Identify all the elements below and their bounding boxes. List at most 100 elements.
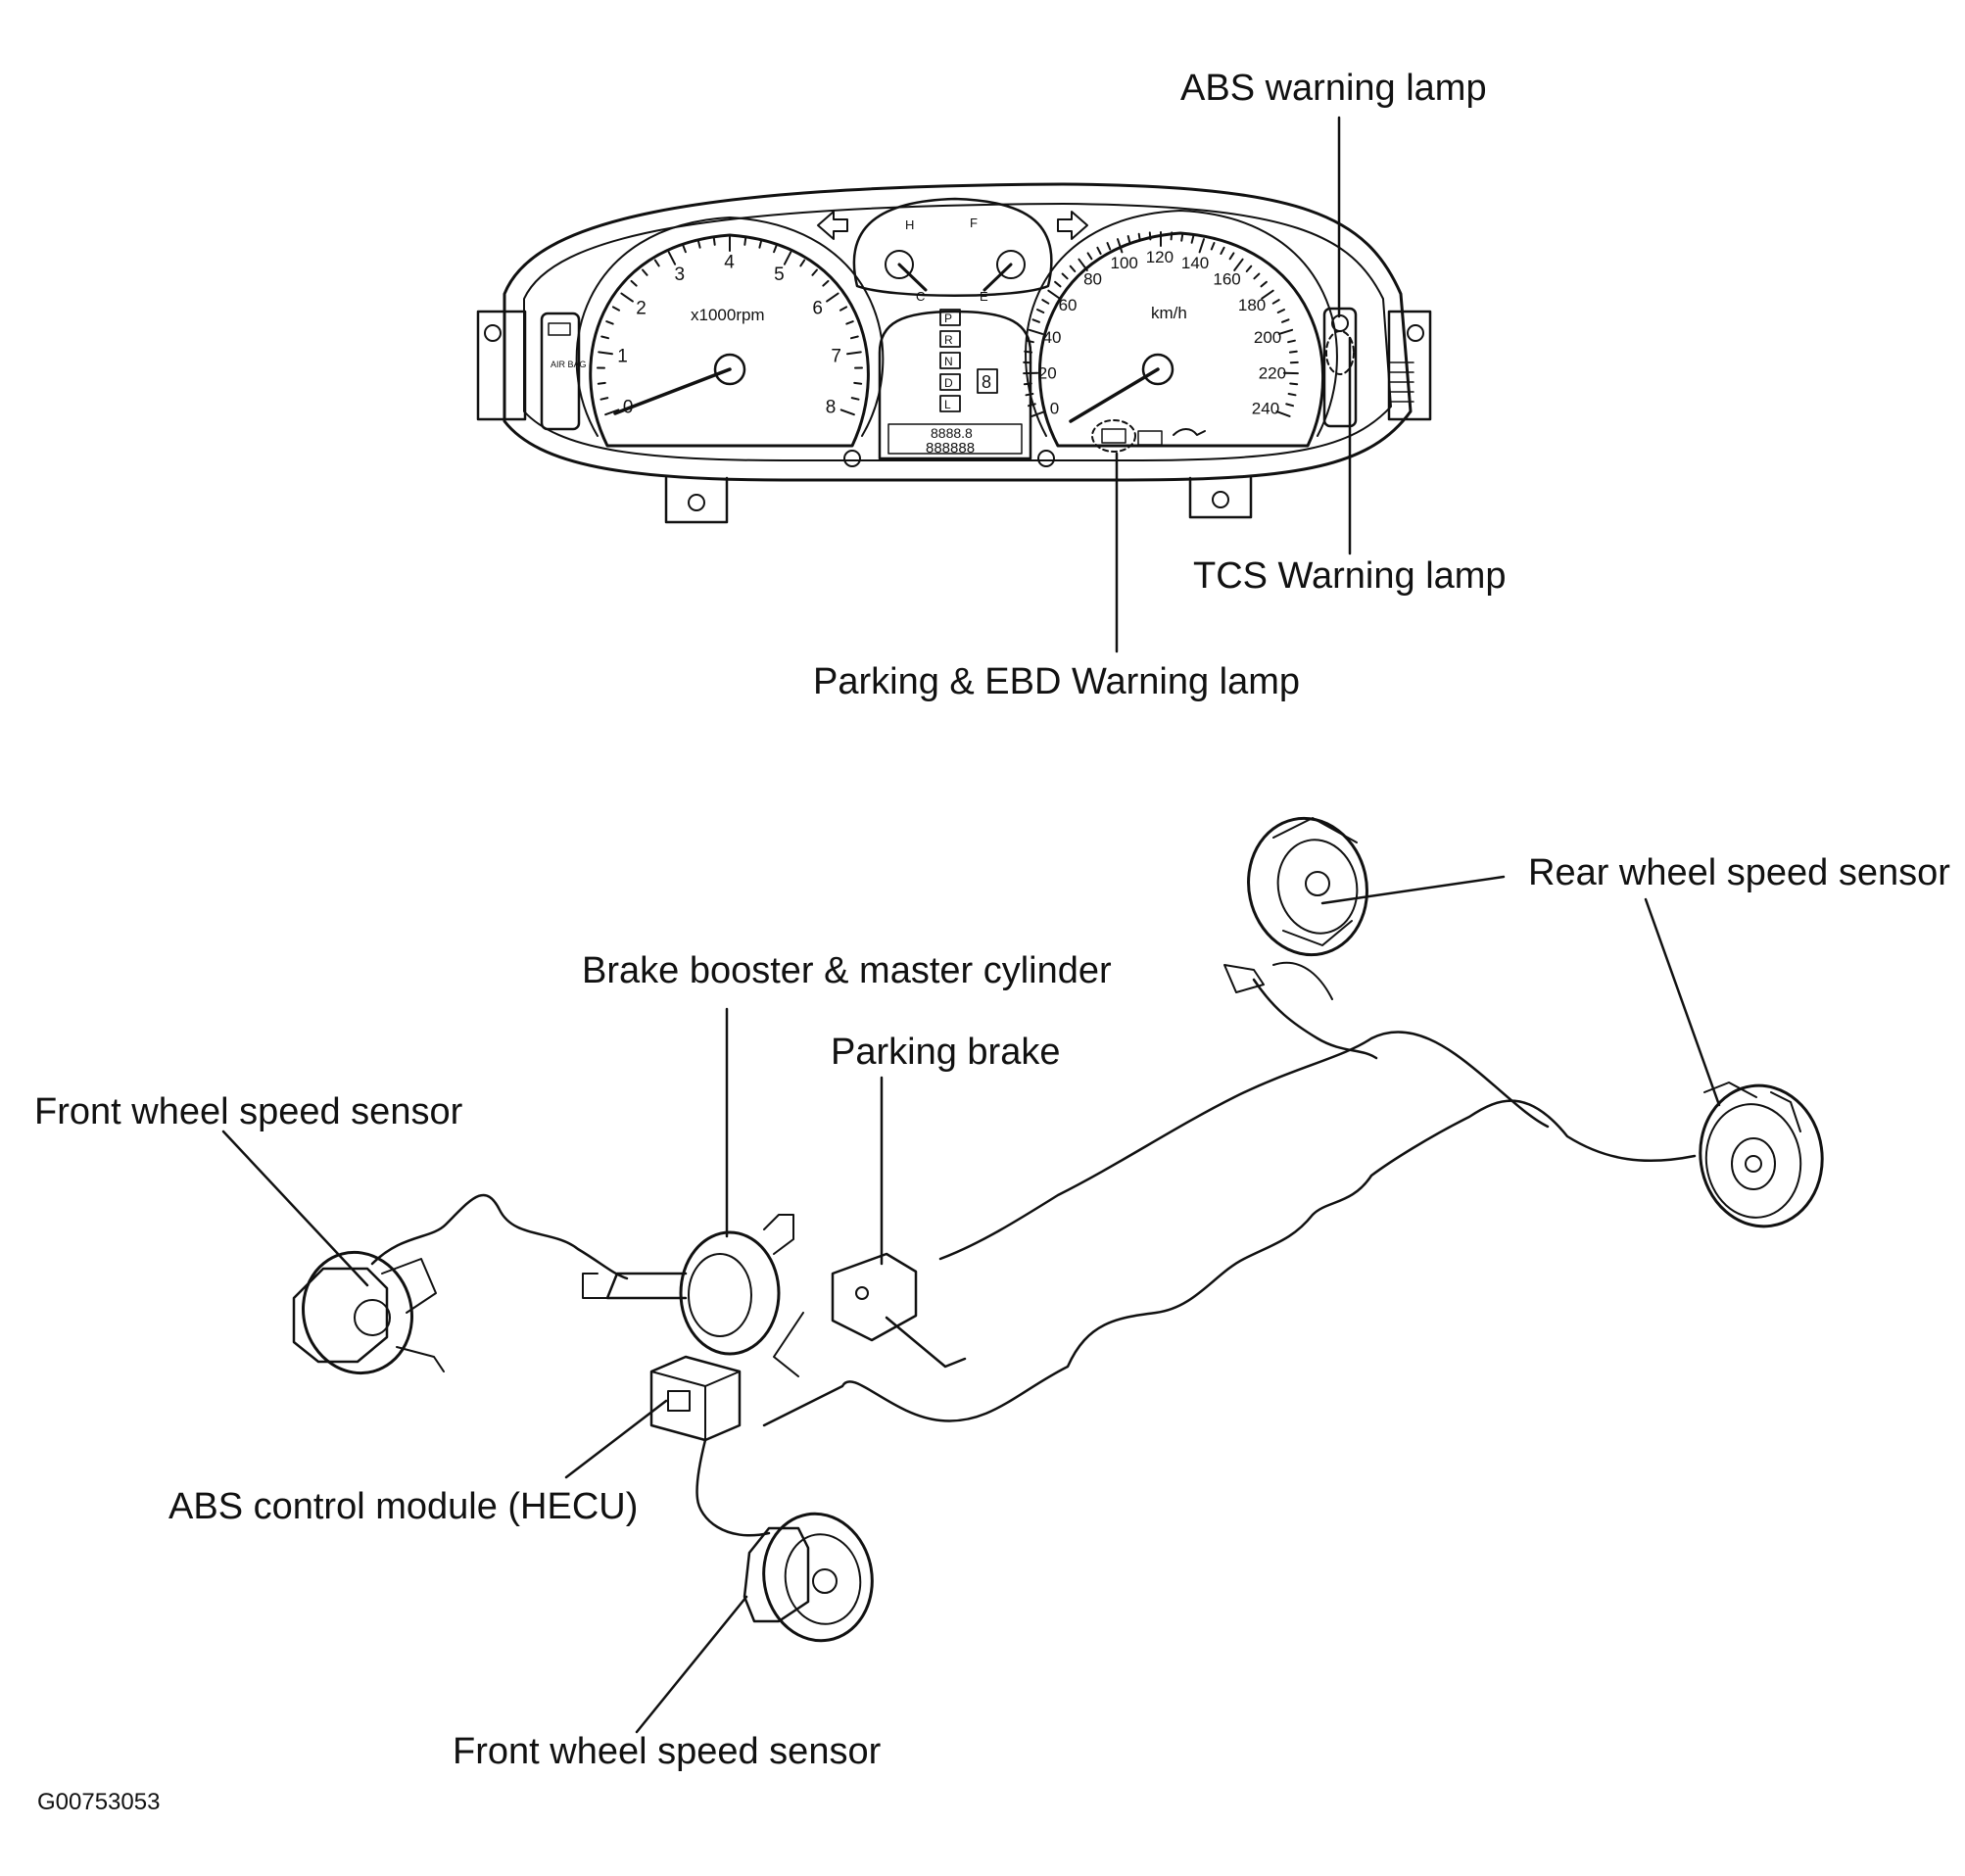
tach-tick: [630, 279, 638, 287]
tach-number: 3: [675, 265, 686, 285]
speedo-tick: [1277, 328, 1294, 335]
tach-tick: [846, 351, 862, 356]
tach-tick: [605, 320, 614, 325]
speedo-tick: [1271, 299, 1280, 305]
speedo-tick: [1148, 231, 1152, 241]
mount-tab-left: [476, 310, 527, 421]
speedo-tick: [1289, 382, 1299, 386]
speedo-tick: [1028, 328, 1044, 335]
svg-text:E: E: [980, 289, 988, 304]
speedo-tick: [1220, 246, 1225, 255]
speedo-tick: [1024, 350, 1033, 354]
speedo-number: 60: [1059, 296, 1078, 314]
cluster-bezel: [523, 203, 1392, 461]
speedo-number: 160: [1213, 270, 1240, 289]
front-left-wire: [370, 1193, 629, 1280]
tach-tick: [845, 320, 854, 325]
speedo-tick: [1198, 238, 1205, 254]
tach-number: 8: [826, 397, 837, 417]
tach-hub: [713, 353, 746, 386]
speedo-number: 40: [1043, 328, 1062, 347]
speedo-number: 0: [1050, 399, 1059, 417]
temp-fuel-housing: [852, 197, 1053, 297]
tach-tick: [604, 409, 620, 416]
svg-text:km/h: km/h: [1151, 304, 1187, 322]
speedo-tick: [1126, 235, 1131, 244]
svg-text:R: R: [944, 333, 953, 347]
speedo-needle: [1069, 367, 1160, 423]
rear-left-line: [1252, 978, 1378, 1060]
abs-hecu: [649, 1355, 742, 1442]
tach-tick: [696, 239, 701, 249]
tach-tick: [682, 244, 687, 254]
abs-control-module-label: ABS control module (HECU): [168, 1486, 639, 1527]
rear-brake-line: [762, 1099, 1697, 1427]
tach-number: 6: [812, 299, 823, 319]
svg-text:D: D: [944, 376, 953, 390]
tach-tick: [758, 239, 763, 249]
leader-front-right-sensor: [635, 1595, 748, 1734]
parking-brake-assembly: [773, 1252, 967, 1377]
tach-tick: [599, 397, 609, 401]
speedo-tick: [1028, 403, 1036, 408]
tach-tick: [850, 397, 860, 401]
speedo-number: 180: [1238, 296, 1266, 314]
speedo-tick: [1260, 280, 1268, 288]
rear-sensor-wire: [1272, 961, 1333, 1000]
cluster-housing: [503, 182, 1413, 482]
figure-id: G00753053: [37, 1789, 161, 1815]
tach-number: 2: [636, 299, 647, 319]
front-wheel-speed-sensor-left-label: Front wheel speed sensor: [34, 1091, 463, 1132]
speedo-tick: [1061, 272, 1069, 280]
tach-tick: [826, 292, 839, 303]
speedo-number: 20: [1038, 363, 1057, 382]
speedo-number: 140: [1181, 254, 1209, 272]
tach-number: 4: [724, 253, 735, 273]
speedo-number: 240: [1252, 399, 1279, 417]
tach-number: 7: [831, 346, 841, 366]
speedo-tick: [1137, 232, 1141, 242]
tach-numbers: 0 1 2 3 4 5 6 7 8: [617, 253, 841, 418]
speedo-tick: [1190, 235, 1195, 244]
speedo-tick: [1210, 242, 1216, 251]
tach-tick: [667, 251, 677, 265]
tach-tick: [773, 244, 778, 254]
speedo-number: 80: [1083, 270, 1102, 289]
front-left-wheel-assembly: [292, 1250, 445, 1375]
speedo-ticks: [1023, 231, 1299, 417]
brake-system: [292, 816, 1824, 1643]
svg-text:8: 8: [982, 372, 991, 392]
tach-needle: [613, 367, 732, 415]
speedo-tick: [1023, 382, 1032, 386]
front-wheel-speed-sensor-bottom-label: Front wheel speed sensor: [453, 1731, 882, 1772]
speedo-tick: [1030, 410, 1046, 417]
gear-position-indicator: [939, 309, 961, 412]
svg-text:N: N: [944, 355, 953, 368]
parking-brake-label: Parking brake: [831, 1032, 1061, 1073]
speedo-tick: [1170, 231, 1174, 241]
tach-tick: [611, 306, 621, 312]
tach-tick: [743, 237, 747, 246]
tach-number: 0: [623, 397, 634, 417]
mount-tab-bottom-right: [1188, 476, 1253, 519]
speedo-tick: [1096, 246, 1102, 255]
tach-tick: [653, 259, 660, 267]
speedo-tick: [1253, 272, 1261, 280]
speedo-tick: [1228, 252, 1235, 261]
front-right-wire: [695, 1438, 771, 1537]
svg-text:C: C: [916, 289, 925, 304]
tach-number: 1: [617, 346, 628, 366]
leader-front-left-sensor: [221, 1130, 369, 1287]
mount-tab-bottom-left: [664, 476, 729, 524]
parking-ebd-lamp: [1091, 419, 1136, 453]
leader-rear-sensor-2: [1644, 897, 1721, 1107]
speedo-tick: [1285, 403, 1294, 408]
tach-number: 5: [774, 265, 785, 285]
speedo-hub: [1141, 353, 1174, 386]
tach-tick: [642, 268, 648, 276]
speedo-tick: [1025, 393, 1034, 397]
speedo-tick: [1078, 258, 1088, 271]
speedo-tick: [1245, 265, 1253, 272]
tcs-warning-lamp-label: TCS Warning lamp: [1193, 555, 1507, 597]
